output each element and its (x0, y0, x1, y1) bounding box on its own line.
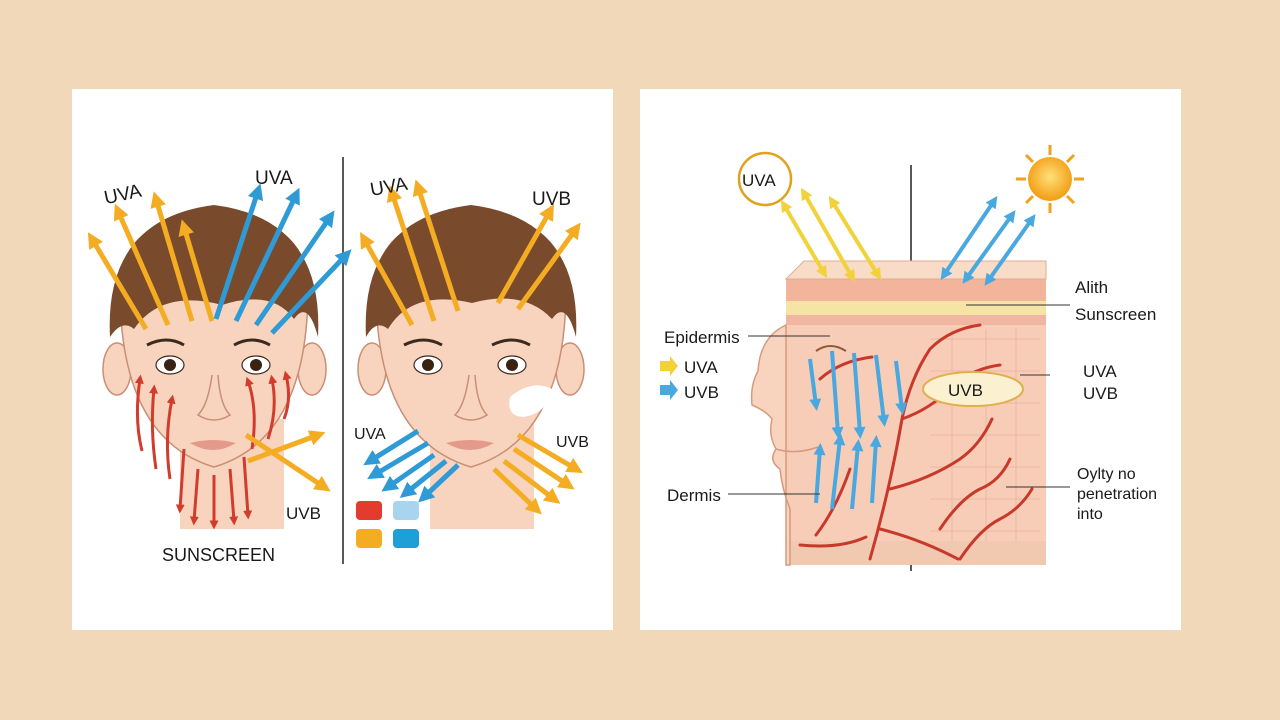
nose-2 (453, 374, 489, 421)
hair-2 (365, 205, 577, 337)
pupil-left-2 (422, 359, 434, 371)
nose (196, 374, 232, 421)
uvb-badge-label: UVB (948, 381, 983, 400)
mouth-2 (446, 440, 494, 450)
pupil-right (250, 359, 262, 371)
subepidermis-layer (786, 315, 1046, 325)
face-profile (750, 323, 791, 566)
label-alith: Alith (1075, 278, 1108, 297)
hair (109, 205, 319, 337)
label-uva-top: UVA (369, 174, 410, 201)
uva-legend-arrow-icon (660, 356, 678, 376)
right-diagram-panel: UVA (640, 89, 1181, 630)
sun-icon (1016, 145, 1084, 213)
legend-swatch-yellow (356, 529, 382, 548)
uva-chin-arrows (492, 432, 583, 515)
uvb-arrows-face1 (213, 183, 352, 335)
uvb-incoming-arrows (940, 196, 1036, 286)
dermis-uvb-arrows (808, 350, 908, 510)
skin-cross-section-illustration: UVA (660, 145, 1157, 571)
face-right: UVA UVB UVA UVB (354, 174, 589, 548)
label-uva-2: UVA (255, 168, 293, 189)
skin-block (750, 260, 1047, 566)
left-diagram-panel: UVA UVA UVB SUNSCREEN (72, 89, 613, 630)
uva-circle-label: UVA (742, 171, 776, 190)
eyebrow-profile (815, 345, 847, 352)
label-uvb-chin: UVB (556, 434, 589, 451)
label-uvb-right: UVB (1083, 384, 1118, 403)
uva-arrows-face2 (360, 179, 581, 327)
legend-uvb: UVB (684, 383, 719, 402)
legend-swatch-red (356, 501, 382, 520)
eyebrow-left-2 (403, 338, 443, 347)
epidermis-layer (786, 279, 1046, 301)
mouth (190, 440, 236, 450)
face-left: UVA UVA UVB SUNSCREEN (87, 168, 352, 565)
uvb-badge (922, 371, 1024, 407)
label-uva-right: UVA (1083, 362, 1117, 381)
label-uva-chin: UVA (354, 426, 386, 443)
leader-lines (728, 304, 1070, 495)
eyebrow-left (146, 338, 185, 347)
caption-sunscreen: SUNSCREEN (162, 545, 275, 565)
eyebrow-right-2 (491, 338, 531, 347)
note-line-3: into (1077, 506, 1103, 523)
label-dermis: Dermis (667, 486, 721, 505)
legend-swatch-blue (393, 529, 419, 548)
uva-incoming-arrows (780, 187, 882, 283)
sunscreen-patch (509, 385, 552, 417)
note-line-2: penetration (1077, 486, 1157, 503)
face-comparison-illustration: UVA UVA UVB SUNSCREEN (87, 157, 589, 565)
label-uva-1: UVA (102, 181, 144, 209)
blood-vessels (798, 323, 1034, 561)
pupil-right-2 (506, 359, 518, 371)
skin-top (784, 260, 1047, 280)
note-line-1: Oylty no (1077, 466, 1136, 483)
label-uvb-top: UVB (532, 189, 571, 210)
legend-uva: UVA (684, 358, 718, 377)
uvb-legend-arrow-icon (660, 380, 678, 400)
uva-arrows-face1 (87, 191, 331, 492)
label-sunscreen: Sunscreen (1075, 305, 1156, 324)
uvb-chin-arrows (363, 428, 460, 503)
pupil-left (164, 359, 176, 371)
label-uvb: UVB (286, 504, 321, 523)
legend-swatch-lightblue (393, 501, 419, 520)
sunscreen-layer (786, 301, 1046, 315)
eyebrow-right (233, 338, 271, 347)
uva-sun-circle (737, 151, 793, 207)
label-epidermis: Epidermis (664, 328, 740, 347)
